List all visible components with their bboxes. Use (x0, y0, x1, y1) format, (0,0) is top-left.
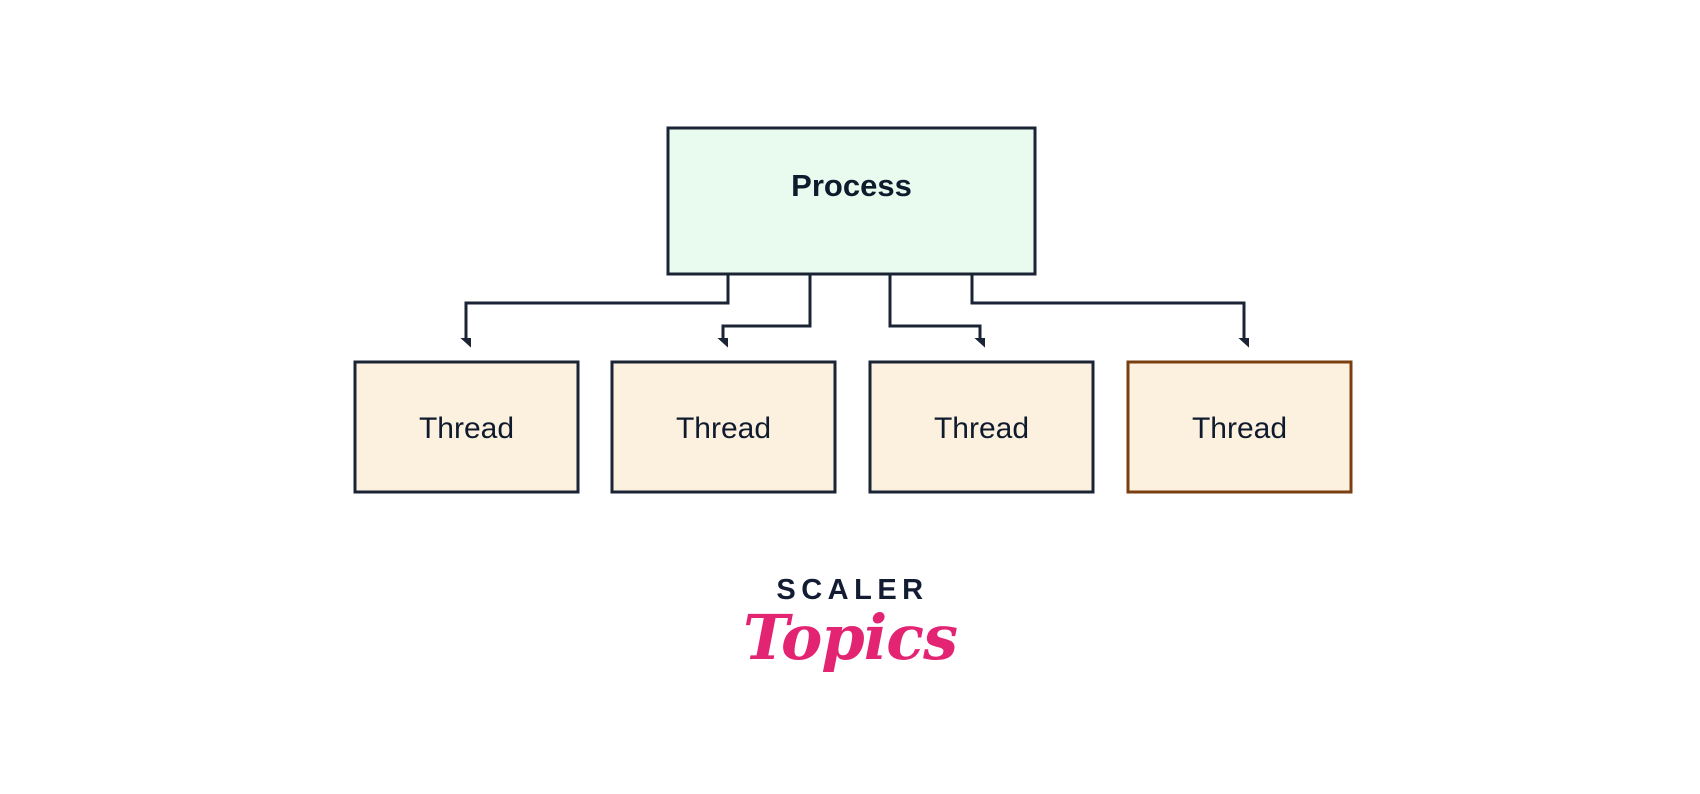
process-label: Process (791, 168, 912, 203)
thread-box-3[interactable] (868, 360, 1095, 494)
connector-to-thread-3 (888, 274, 980, 338)
connector-to-thread-4 (970, 274, 1244, 338)
node-thread-2[interactable]: Thread (610, 360, 837, 494)
node-process[interactable]: Process (666, 126, 1037, 276)
scaler-topics-logo: SCALER Topics (0, 576, 1700, 669)
logo-script-topics: Topics (743, 601, 958, 674)
process-box[interactable] (666, 126, 1037, 276)
logo-wordmark: SCALER (776, 574, 929, 606)
thread-label-4: Thread (1192, 412, 1287, 445)
node-thread-1[interactable]: Thread (353, 360, 580, 494)
thread-box-2[interactable] (610, 360, 837, 494)
thread-box-4[interactable] (1126, 360, 1353, 494)
thread-label-1: Thread (419, 412, 514, 445)
thread-label-3: Thread (934, 412, 1029, 445)
node-thread-3[interactable]: Thread (868, 360, 1095, 494)
connector-to-thread-2 (723, 274, 812, 338)
node-thread-4[interactable]: Thread (1126, 360, 1353, 494)
thread-label-2: Thread (676, 412, 771, 445)
connector-group (466, 274, 1244, 338)
thread-box-1[interactable] (353, 360, 580, 494)
connector-to-thread-1 (466, 274, 730, 338)
